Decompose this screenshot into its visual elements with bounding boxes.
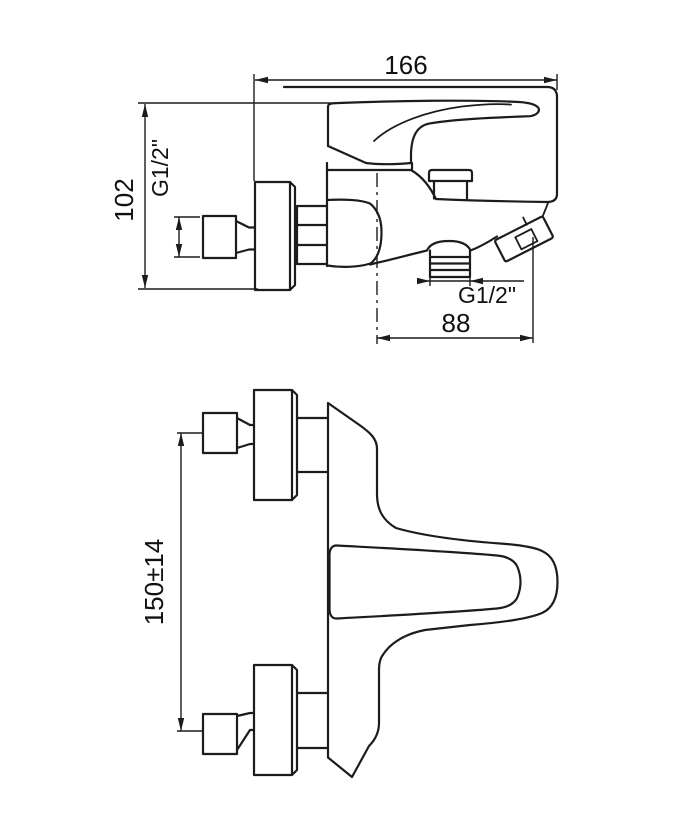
dim-166-label: 166	[384, 50, 427, 80]
dim-88-lines	[377, 237, 534, 343]
front-inlet-nut-bottom	[201, 711, 256, 756]
side-diverter-knob	[427, 168, 474, 200]
side-dimensions: 166 102 G1/2" G1/2" 88	[109, 50, 558, 343]
dim-102-label: 102	[109, 178, 139, 221]
side-spout-end-join	[541, 202, 549, 218]
side-rear-connector	[295, 204, 329, 266]
side-handle-outline	[326, 99, 540, 166]
dim-166-arrow-left	[255, 76, 268, 84]
dim-inlet-thread-label: G1/2"	[147, 139, 173, 197]
dim-102-lines	[138, 102, 332, 290]
side-handle-crease	[373, 103, 512, 142]
front-lever-outline	[328, 544, 522, 620]
dim-150-arrow-top	[177, 433, 185, 446]
dim-outlet-arrow-left	[417, 277, 430, 285]
front-pipe-bottom	[295, 691, 330, 750]
front-escutcheon-top	[252, 388, 299, 502]
dim-inlet-arrow-top	[175, 217, 183, 230]
dim-150-lines	[177, 432, 204, 732]
dim-150-arrow-bottom	[177, 718, 185, 731]
side-aerator-group	[494, 215, 554, 263]
dim-102-arrow-top	[141, 104, 149, 117]
front-escutcheon-bottom	[252, 663, 299, 777]
side-inlet-nut	[201, 214, 257, 260]
side-aerator-inset	[514, 228, 539, 251]
side-aerator-tick	[522, 216, 528, 226]
side-body-bulge	[325, 168, 383, 268]
dim-88-label: 88	[442, 308, 471, 338]
side-spout-body-outline	[282, 85, 559, 204]
dim-150-label: 150±14	[139, 539, 169, 626]
dim-88-arrow-left	[377, 334, 390, 342]
side-escutcheon	[253, 180, 297, 292]
dim-166-lines	[253, 74, 558, 181]
dim-88-arrow-right	[520, 334, 533, 342]
front-body-outline	[326, 401, 559, 779]
side-aerator-band	[494, 215, 554, 263]
dim-inlet-arrow-bottom	[175, 244, 183, 257]
front-pipe-top	[295, 416, 330, 474]
side-view: 166 102 G1/2" G1/2" 88	[109, 50, 559, 344]
front-inlet-nut-top	[201, 411, 256, 455]
dim-outlet-thread-label: G1/2"	[458, 282, 516, 308]
front-dimensions: 150±14	[139, 432, 204, 732]
side-underside-outline	[368, 235, 499, 266]
side-outlet-connector	[428, 249, 472, 279]
front-view: 150±14	[139, 388, 559, 779]
dim-102-arrow-bottom	[141, 275, 149, 288]
dim-166-arrow-right	[544, 76, 557, 84]
